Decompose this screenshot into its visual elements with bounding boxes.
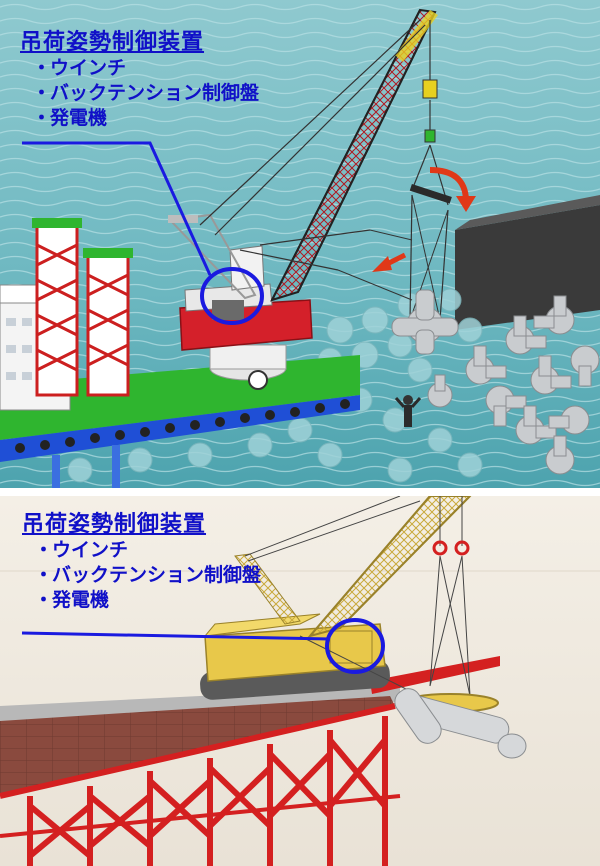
callout-item-generator: ・発電機 <box>20 106 259 131</box>
hook-block <box>422 79 438 99</box>
device-callout-bottom: 吊荷姿勢制御装置 ・ウインチ ・バックテンション制御盤 ・発電機 <box>22 512 261 613</box>
bullet: ・ <box>34 589 54 611</box>
barge-crane-illustration <box>0 0 600 488</box>
overhang-beam <box>370 656 500 694</box>
barge-tires <box>15 399 350 453</box>
crane-machinery-house <box>179 245 313 351</box>
callout-title: 吊荷姿勢制御装置 <box>22 512 207 537</box>
hook-swivel <box>424 129 436 143</box>
callout-item-generator: ・発電機 <box>22 588 261 613</box>
caisson-edge <box>455 195 600 230</box>
callout-title: 吊荷姿勢制御装置 <box>20 30 205 55</box>
device-highlight-circle <box>200 267 264 325</box>
tagline-right <box>369 229 413 241</box>
callout-item-label: バックテンション制御盤 <box>52 564 262 586</box>
device-highlight-circle <box>325 618 385 674</box>
callout-leader-line <box>22 141 212 276</box>
callout-item-control-panel: ・バックテンション制御盤 <box>22 563 261 588</box>
rotation-arrow-icon <box>429 167 476 212</box>
callout-item-winch: ・ウインチ <box>20 56 259 81</box>
spud-tower-right <box>83 248 133 397</box>
crane-wires <box>199 19 431 271</box>
bullet: ・ <box>34 539 54 561</box>
callout-item-label: バックテンション制御盤 <box>50 82 260 104</box>
callout-item-label: ウインチ <box>50 57 127 79</box>
bullet: ・ <box>32 82 52 104</box>
lifted-tetrapod <box>394 688 527 759</box>
callout-item-label: 発電機 <box>52 589 110 611</box>
callout-item-winch: ・ウインチ <box>22 538 261 563</box>
bullet: ・ <box>34 564 54 586</box>
crane-boom <box>167 8 438 302</box>
tagline-left <box>337 269 413 301</box>
hook-shackles <box>432 540 470 556</box>
spud-tower-left <box>32 218 82 397</box>
barge-crane-panel: 吊荷姿勢制御装置 ・ウインチ ・バックテンション制御盤 ・発電機 <box>0 0 600 488</box>
lifted-tetrapod <box>391 289 459 355</box>
callout-leader-line <box>21 631 331 641</box>
crane-base <box>209 344 287 390</box>
bullet: ・ <box>32 107 52 129</box>
callout-item-label: ウインチ <box>52 539 129 561</box>
trestle-crane-illustration <box>0 496 600 866</box>
trestle-crane-panel: 吊荷姿勢制御装置 ・ウインチ ・バックテンション制御盤 ・発電機 <box>0 496 600 866</box>
direction-arrow-icon <box>372 252 407 272</box>
bullet: ・ <box>32 57 52 79</box>
callout-item-label: 発電機 <box>50 107 108 129</box>
callout-item-control-panel: ・バックテンション制御盤 <box>20 81 259 106</box>
crane-wires <box>244 496 471 697</box>
tetrapod-field <box>427 295 600 475</box>
device-callout-top: 吊荷姿勢制御装置 ・ウインチ ・バックテンション制御盤 ・発電機 <box>20 30 259 131</box>
submerged-tetrapods <box>67 288 483 483</box>
trestle-frame <box>0 703 401 866</box>
diver-figure <box>394 395 422 427</box>
